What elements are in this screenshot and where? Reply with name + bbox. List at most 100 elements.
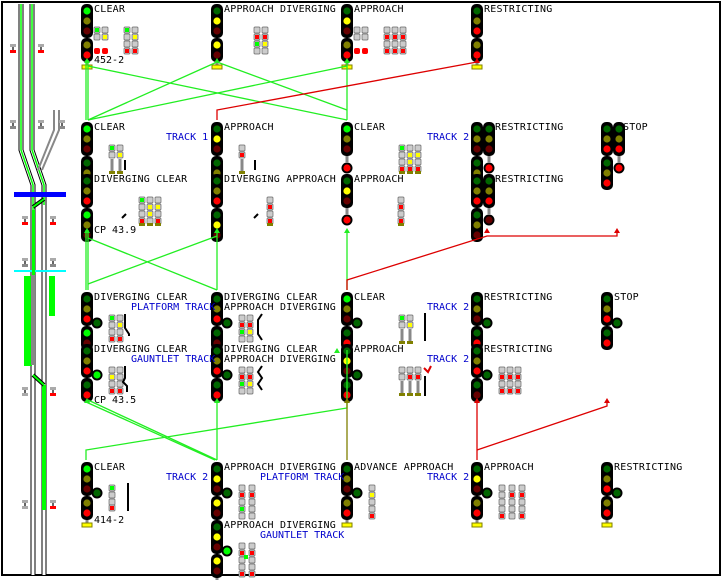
dwarf-signal-icon [123, 40, 131, 48]
track-label: PLATFORM TRACK [260, 472, 345, 483]
signal-lamp [83, 499, 91, 507]
signal-mast [400, 381, 404, 393]
signal-mast [215, 62, 219, 65]
signal-lamp [213, 159, 221, 167]
signal-lamp [473, 231, 481, 239]
dwarf-signal-icon [508, 512, 516, 520]
dwarf-signal-icon [514, 380, 522, 388]
dwarf-base [239, 171, 245, 174]
aspect-label: ADVANCE APPROACH [354, 462, 454, 473]
switch-indicator [121, 366, 128, 392]
dwarf-lamp [133, 49, 137, 53]
signal-lamp [83, 221, 91, 229]
aspect-label: RESTRICTING [484, 292, 553, 303]
dwarf-base [117, 171, 123, 174]
signal-lamp [343, 315, 351, 323]
wayside-signal-mast [40, 123, 42, 126]
signal-lamp [83, 135, 91, 143]
signal-mast [408, 381, 412, 393]
aspect-label: APPROACH DIVERGING [224, 462, 336, 473]
dwarf-lamp [125, 49, 129, 53]
signal-lamp [473, 357, 481, 365]
signal-mast [400, 329, 404, 341]
signal-lamp [485, 145, 493, 153]
signal-lamp [213, 51, 221, 59]
signal-lamp [83, 187, 91, 195]
signal-lamp [213, 485, 221, 493]
signal-lamp [213, 475, 221, 483]
signal-lamp [83, 381, 91, 389]
signal-lamp [473, 197, 481, 205]
aspect-label: RESTRICTING [484, 4, 553, 15]
switch-indicator [257, 313, 263, 341]
wayside-signal-icon [22, 258, 28, 261]
dwarf-lamp [370, 514, 374, 518]
control-point-label: CP 43.9 [94, 225, 137, 236]
switch-indicator [424, 313, 426, 341]
dwarf-signal-icon [246, 314, 254, 322]
dwarf-signal-icon [154, 196, 162, 204]
signal-lamp [343, 51, 351, 59]
crossover-route [32, 198, 45, 208]
dwarf-lamp [263, 42, 267, 46]
dwarf-lamp [94, 48, 100, 54]
dwarf-lamp [408, 160, 412, 164]
signal-lamp [83, 41, 91, 49]
wayside-signal-icon [10, 120, 16, 123]
dwarf-lamp [240, 507, 244, 511]
dwarf-lamp [385, 49, 389, 53]
marker-lamp [93, 319, 101, 327]
signal-lamp [473, 305, 481, 313]
wayside-signal-mast [52, 219, 54, 222]
track-label: TRACK 2 [427, 302, 470, 313]
signal-lamp [603, 305, 611, 313]
route-line [87, 61, 218, 121]
dwarf-signal-icon [518, 484, 526, 492]
dwarf-signal-icon [361, 26, 369, 34]
dwarf-signal-icon [238, 512, 246, 520]
dwarf-signal-icon [498, 505, 506, 513]
aspect-label: CLEAR [94, 122, 126, 133]
dwarf-signal-icon [397, 210, 405, 218]
aspect-label-secondary: APPROACH DIVERGING [224, 302, 336, 313]
wayside-signal-icon [22, 387, 28, 390]
dwarf-signal-icon [248, 498, 256, 506]
dwarf-signal-icon [353, 33, 361, 41]
dwarf-signal-icon [138, 210, 146, 218]
dwarf-lamp [408, 323, 412, 327]
signal-lamp [83, 211, 91, 219]
signal-lamp [473, 295, 481, 303]
signal-mast [416, 381, 420, 393]
signal-lamp [213, 7, 221, 15]
signal-mast [617, 156, 621, 162]
dwarf-lamp [140, 198, 144, 202]
signal-lamp [473, 509, 481, 517]
signal-lamp [213, 305, 221, 313]
dwarf-signal-icon [154, 210, 162, 218]
marker-lamp [223, 489, 231, 497]
dwarf-signal-icon [398, 366, 406, 374]
track-label: TRACK 2 [427, 354, 470, 365]
route-line [216, 61, 348, 111]
dwarf-signal-icon [368, 505, 376, 513]
signal-mast [605, 520, 609, 523]
signal-lamp [485, 135, 493, 143]
track-occupancy [32, 210, 35, 275]
arrow-up-icon [334, 348, 340, 353]
arrow-up-icon [474, 398, 480, 403]
signal-lamp [213, 557, 221, 565]
aspect-label: DIVERGING CLEAR [224, 344, 318, 355]
dwarf-signal-icon [508, 484, 516, 492]
dwarf-lamp [156, 205, 160, 209]
marker-lamp [353, 489, 361, 497]
dwarf-lamp [408, 153, 412, 157]
dwarf-signal-icon [116, 328, 124, 336]
marker-lamp [483, 489, 491, 497]
signal-lamp [473, 381, 481, 389]
aspect-label: DIVERGING CLEAR [224, 292, 318, 303]
signal-mast [345, 156, 349, 162]
dwarf-lamp [416, 167, 420, 171]
signal-lamp [83, 509, 91, 517]
arrow-up-icon [344, 58, 350, 63]
signal-lamp [343, 475, 351, 483]
